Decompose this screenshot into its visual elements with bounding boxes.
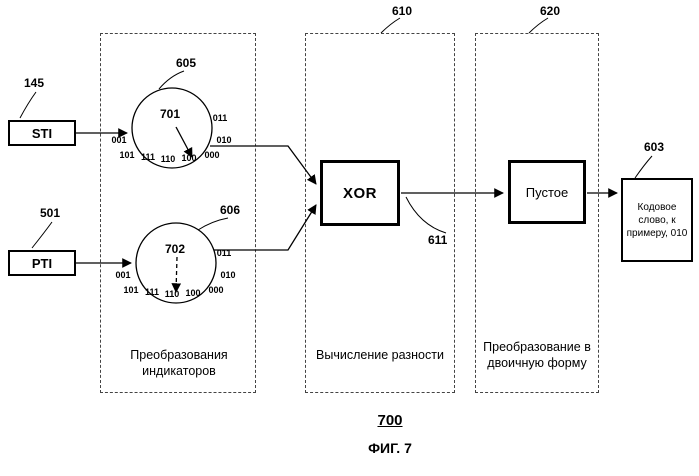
circle605-label: 100: [181, 153, 197, 163]
ref-145: 145: [24, 76, 45, 90]
circle605-label: 111: [140, 152, 156, 162]
codeword-block: Кодовое слово, к примеру, 010: [621, 178, 693, 262]
circle605-label: 001: [111, 135, 127, 145]
ref-603: 603: [644, 140, 665, 154]
circle606-label: 010: [220, 270, 236, 280]
leader-610: [380, 17, 401, 34]
ref-501: 501: [40, 206, 61, 220]
xor-label: XOR: [342, 184, 377, 202]
circle606-label: 100: [185, 288, 201, 298]
xor-block: XOR: [320, 160, 400, 226]
empty-block: Пустое: [508, 160, 586, 224]
circle605-label: 011: [212, 113, 228, 123]
ref-605: 605: [176, 56, 197, 70]
circle606-label: 000: [208, 285, 224, 295]
codeword-label: Кодовое слово, к примеру, 010: [626, 201, 688, 239]
leader-145: [19, 91, 37, 119]
circle606-label: 101: [123, 285, 139, 295]
circle605-label: 010: [216, 135, 232, 145]
ref-701: 701: [160, 107, 181, 121]
figure-number: 700: [377, 412, 403, 429]
empty-label: Пустое: [525, 184, 569, 200]
pti-block: PTI: [8, 250, 76, 276]
circle606-label: 110: [164, 289, 180, 299]
figure-caption: ФИГ. 7: [368, 440, 412, 456]
ref-620: 620: [540, 4, 561, 18]
caption-mapping: Преобразования индикаторов: [130, 348, 228, 379]
leader-603: [634, 155, 653, 179]
caption-difference: Вычисление разности: [316, 348, 444, 362]
stage-binary-box: [475, 33, 599, 393]
ref-610: 610: [392, 4, 413, 18]
caption-binary: Преобразование в двоичную форму: [483, 340, 591, 371]
ref-702: 702: [165, 242, 186, 256]
ref-606: 606: [220, 203, 241, 217]
ref-611: 611: [428, 233, 448, 247]
leader-501: [31, 221, 53, 249]
leader-620: [528, 17, 549, 34]
circle605-label: 110: [160, 154, 176, 164]
sti-block: STI: [8, 120, 76, 146]
pti-label: PTI: [31, 255, 53, 271]
circle605-label: 000: [204, 150, 220, 160]
circle605-label: 101: [119, 150, 135, 160]
circle606-label: 001: [115, 270, 131, 280]
circle606-label: 111: [144, 287, 160, 297]
circle606-label: 011: [216, 248, 232, 258]
sti-label: STI: [31, 125, 53, 141]
